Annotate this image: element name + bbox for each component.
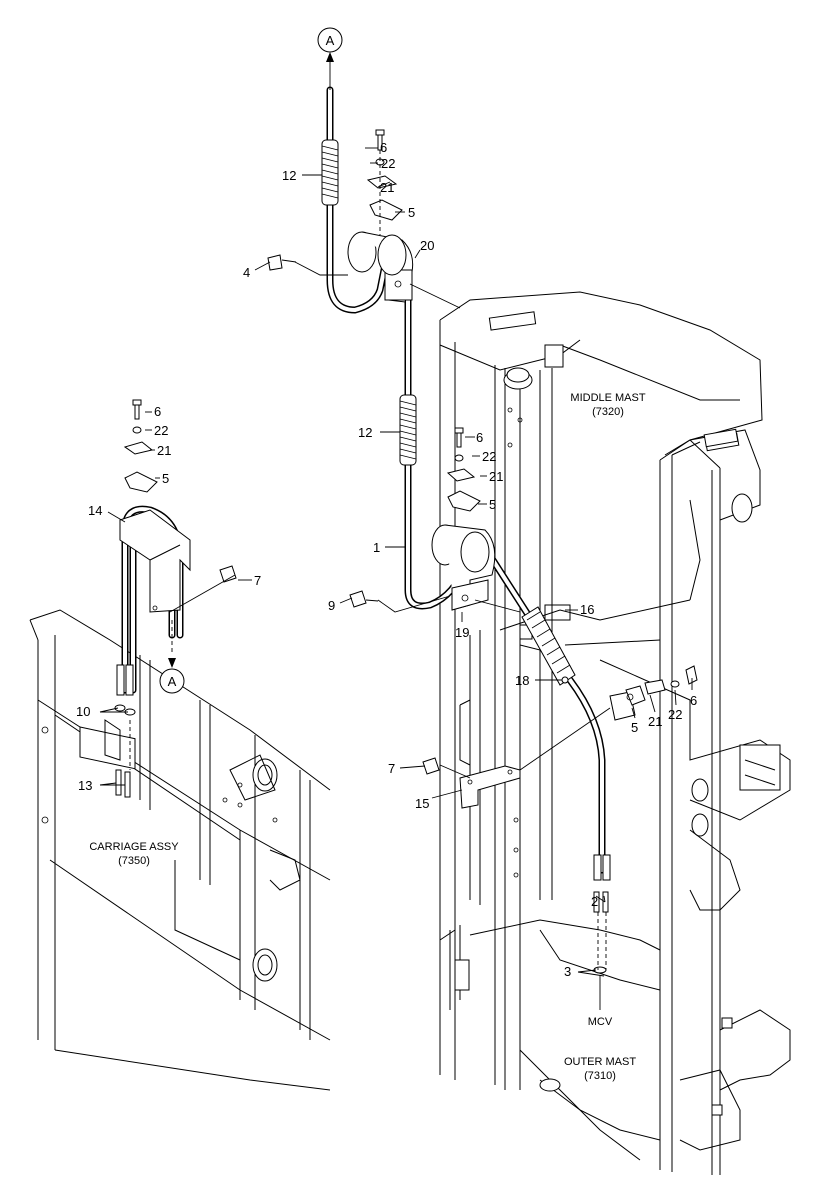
- callout-5-mid: 5: [489, 497, 496, 512]
- callout-19: 19: [455, 625, 469, 640]
- carriage-name: CARRIAGE ASSY: [89, 841, 179, 853]
- clamp-19: [431, 524, 496, 611]
- callout-5-left: 5: [162, 471, 169, 486]
- outer-mast-code: (7310): [584, 1070, 616, 1082]
- callout-15: 16: [580, 602, 594, 617]
- connector-a-top-label: A: [326, 33, 335, 48]
- connector-a-bottom: [159, 668, 185, 694]
- hoses: [121, 86, 606, 874]
- callout-21-mid: 21: [489, 469, 503, 484]
- stack-left: [123, 399, 158, 493]
- callout-5-right: 5: [631, 720, 638, 735]
- middle-mast-name: MIDDLE MAST: [570, 392, 645, 404]
- connection-lines: [129, 52, 611, 779]
- callout-18: 18: [515, 673, 529, 688]
- callout-6-top: 6: [380, 140, 387, 155]
- callout-10: 10: [76, 704, 90, 719]
- callout-6-mid: 6: [476, 430, 483, 445]
- callout-22-top: 22: [381, 156, 395, 171]
- callout-6-left: 6: [154, 404, 161, 419]
- clamp-20: [347, 231, 414, 303]
- callout-7-left: 7: [254, 573, 261, 588]
- mcv-label: MCV: [588, 1016, 613, 1028]
- callout-6-right: 6: [690, 693, 697, 708]
- connector-a-bottom-label: A: [168, 674, 177, 689]
- callout-4: 4: [243, 265, 250, 280]
- callout-12-mid: 12: [358, 425, 372, 440]
- connector-a-top: [317, 27, 343, 53]
- callout-13: 13: [78, 778, 92, 793]
- callout-7-bottom: 7: [388, 761, 395, 776]
- carriage-drawing: [29, 609, 331, 1091]
- callout-14: 14: [88, 503, 102, 518]
- assembly-captions: MIDDLE MAST (7320) CARRIAGE ASSY (7350) …: [89, 392, 645, 1082]
- callout-9: 9: [328, 598, 335, 613]
- callout-22-mid: 22: [482, 449, 496, 464]
- callout-12-top: 12: [282, 168, 296, 183]
- callout-21-left: 21: [157, 443, 171, 458]
- callout-22-right: 22: [668, 707, 682, 722]
- stack-top: [366, 129, 403, 235]
- middle-mast-drawing: [439, 291, 763, 1090]
- callout-5-top: 5: [408, 205, 415, 220]
- hose-guards: [321, 139, 576, 686]
- callout-16: 15: [415, 796, 429, 811]
- callout-21-right: 21: [648, 714, 662, 729]
- middle-mast-code: (7320): [592, 406, 624, 418]
- clamp-small-right: [609, 665, 698, 721]
- callout-22-left: 22: [154, 423, 168, 438]
- small-bolts: [219, 254, 440, 775]
- callout-2: 2: [591, 894, 598, 909]
- callout-3: 3: [564, 964, 571, 979]
- callout-labels: 12 6 22 21 5 4 20 12 6 22 21 5 1 9 19 16…: [76, 140, 697, 979]
- fittings: [114, 664, 611, 1010]
- callout-21-top: 21: [380, 180, 394, 195]
- clamp-14: [119, 509, 191, 613]
- outer-mast-name: OUTER MAST: [564, 1056, 636, 1068]
- callout-20: 20: [420, 238, 434, 253]
- callout-leaders: [99, 147, 693, 977]
- bracket-16: [459, 765, 521, 809]
- carriage-code: (7350): [118, 855, 150, 867]
- callout-1: 1: [373, 540, 380, 555]
- stack-mid: [446, 427, 481, 512]
